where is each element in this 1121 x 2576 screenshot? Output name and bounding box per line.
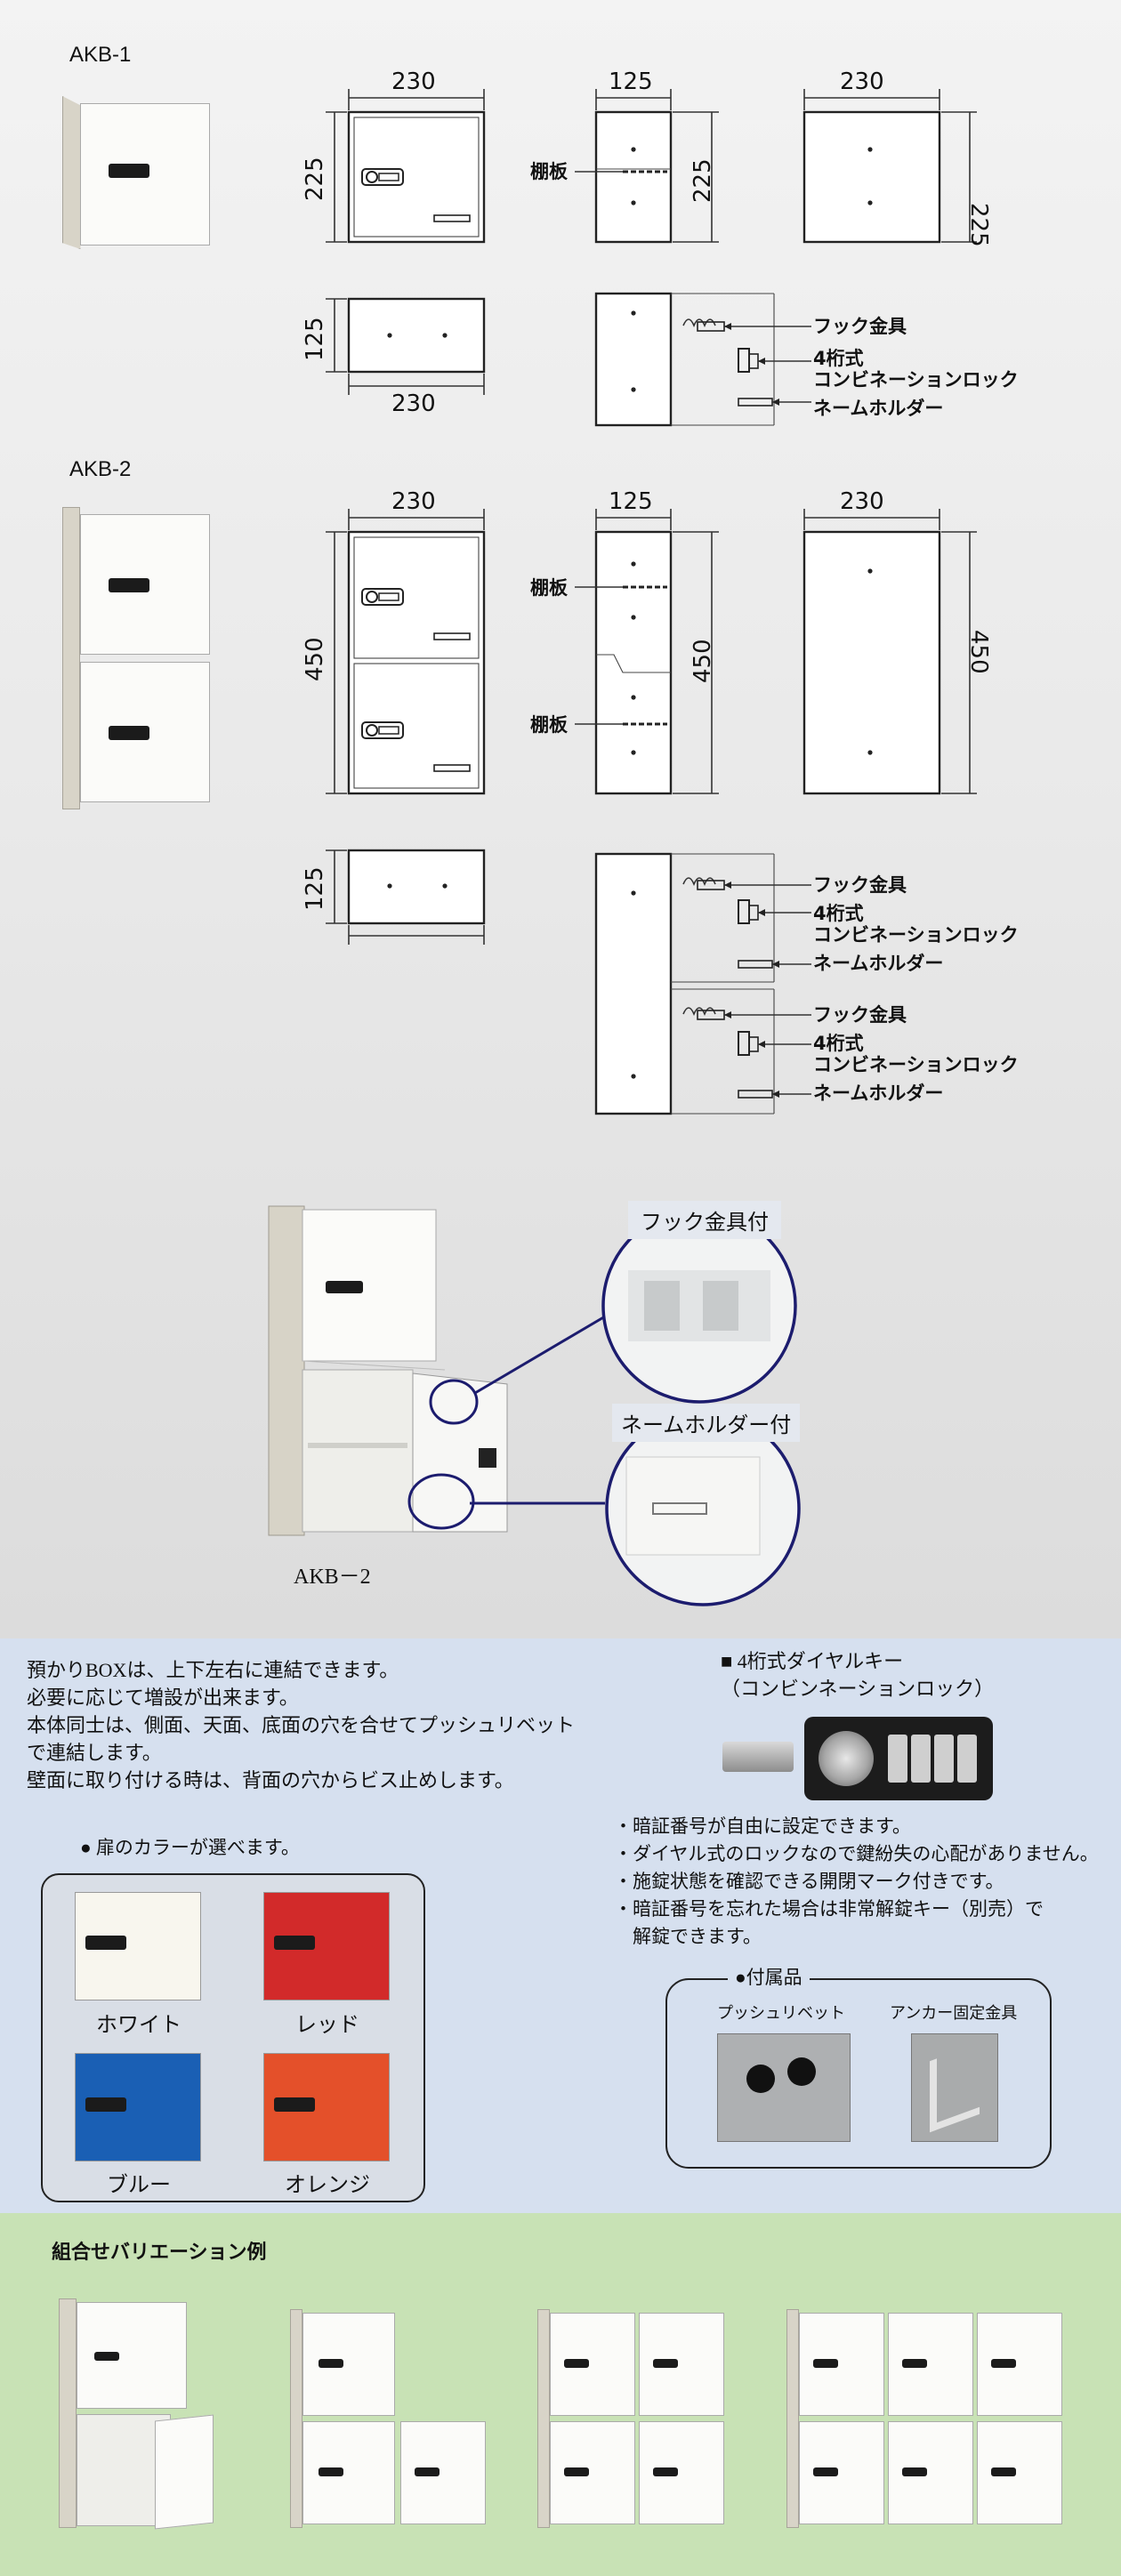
variations-title: 組合せバリエーション例	[52, 2242, 267, 2264]
lock-icon	[85, 1936, 126, 1950]
accessories-panel	[665, 1978, 1052, 2169]
akb2-lock-label-2b: コンビネーションロック	[813, 1054, 1019, 1075]
lock-features: ・暗証番号が自由に設定できます。 ・ダイヤル式のロックなので鍵紛失の心配がありま…	[614, 1813, 1112, 1951]
akb2-open-photo	[268, 1205, 508, 1536]
akb1-back-height: 225	[965, 203, 992, 247]
variation-2	[290, 2309, 488, 2530]
akb1-top-view	[326, 297, 486, 395]
akb2-shelf-label-1: 棚板	[530, 577, 569, 599]
akb1-lock-label-1: 4桁式	[813, 348, 864, 369]
accessory-rivet-label: プッシュリベット	[717, 2004, 845, 2022]
akb2-side-depth: 125	[609, 488, 653, 515]
model-akb2-label: AKB-2	[69, 457, 132, 481]
lock-feature: ・施錠状態を確認できる開閉マーク付きです。	[614, 1871, 1004, 1892]
anchor-bracket-image	[911, 2033, 998, 2142]
intro-line: 本体同士は、側面、天面、底面の穴を合せてプッシュリベット	[27, 1714, 576, 1736]
lock-icon	[274, 2097, 315, 2112]
akb1-photo	[62, 96, 214, 249]
accessories-title: ●付属品	[728, 1964, 810, 1992]
drawing-section: AKB-1 AKB-2 230 225	[0, 0, 1121, 1638]
variation-4	[786, 2309, 1069, 2530]
description-section: 預かりBOXは、上下左右に連結できます。 必要に応じて増設が出来ます。 本体同士…	[0, 1638, 1121, 2213]
akb1-lock-label-2: コンビネーションロック	[813, 369, 1019, 390]
akb2-hook-label-1: フック金具	[813, 874, 907, 896]
akb1-shelf-label: 棚板	[530, 161, 569, 182]
akb1-side-view	[575, 89, 719, 244]
intro-line: 預かりBOXは、上下左右に連結できます。	[27, 1659, 399, 1681]
lock-feature: ・暗証番号を忘れた場合は非常解錠キー（別売）で	[614, 1898, 1044, 1920]
accessory-anchor-label: アンカー固定金具	[890, 2004, 1018, 2022]
akb1-top-width: 230	[391, 390, 436, 417]
hook-detail-circle	[601, 1208, 797, 1404]
variations-section: 組合せバリエーション例	[0, 2213, 1121, 2576]
variation-3	[537, 2309, 730, 2530]
akb1-side-depth: 125	[609, 68, 653, 95]
akb1-nameholder-label: ネームホルダー	[813, 398, 943, 419]
akb2-front-view	[326, 509, 486, 795]
model-akb1-label: AKB-1	[69, 43, 132, 67]
lock-icon	[274, 1936, 315, 1950]
akb1-front-width: 230	[391, 68, 436, 95]
akb1-hook-label: フック金具	[813, 316, 907, 337]
intro-line: 必要に応じて増設が出来ます。	[27, 1686, 299, 1709]
akb2-lock-label-1b: コンビネーションロック	[813, 924, 1019, 946]
akb1-back-view	[802, 89, 977, 244]
akb1-top-depth: 125	[302, 317, 328, 361]
intro-line: で連結します。	[27, 1742, 162, 1764]
color-label-white: ホワイト	[96, 2012, 181, 2037]
akb2-top-view	[326, 849, 486, 945]
akb2-side-view	[575, 509, 719, 795]
akb1-side-height: 225	[690, 158, 716, 203]
dial-lock-image	[722, 1717, 996, 1802]
detail-model-caption: AKB－2	[294, 1566, 371, 1589]
akb2-front-width: 230	[391, 488, 436, 515]
nameholder-detail-circle	[605, 1411, 801, 1606]
technical-drawings: 230 225 125 225 棚板 230 225	[268, 68, 1019, 1606]
hook-detail-label: フック金具付	[628, 1201, 781, 1239]
lock-feature: 解錠できます。	[614, 1926, 762, 1947]
akb2-nameholder-label-1: ネームホルダー	[813, 953, 943, 974]
lock-feature: ・暗証番号が自由に設定できます。	[614, 1815, 911, 1837]
variation-1	[59, 2298, 228, 2530]
lock-feature: ・ダイヤル式のロックなので鍵紛失の心配がありません。	[614, 1843, 1099, 1864]
akb2-side-height: 450	[690, 639, 716, 683]
akb2-lock-label-1a: 4桁式	[813, 903, 864, 924]
akb1-front-view	[326, 89, 486, 244]
lock-title-line-1: ■ 4桁式ダイヤルキー	[721, 1650, 904, 1672]
rivet-image	[717, 2033, 851, 2142]
intro-line: 壁面に取り付ける時は、背面の穴からビス止めします。	[27, 1769, 514, 1791]
akb2-back-width: 230	[840, 488, 884, 515]
nameholder-detail-label: ネームホルダー付	[612, 1404, 801, 1442]
akb2-hook-label-2: フック金具	[813, 1004, 907, 1026]
akb2-back-view	[802, 509, 977, 795]
intro-text: 預かりBOXは、上下左右に連結できます。 必要に応じて増設が出来ます。 本体同士…	[27, 1656, 649, 1794]
akb2-section-view	[594, 852, 811, 1115]
akb2-front-height: 450	[302, 637, 328, 681]
akb1-back-width: 230	[840, 68, 884, 95]
lock-icon	[85, 2097, 126, 2112]
akb2-back-height: 450	[965, 630, 992, 674]
lock-title-line-2: （コンビンネーションロック）	[721, 1678, 995, 1700]
akb2-lock-label-2a: 4桁式	[813, 1033, 864, 1054]
akb2-photo	[62, 507, 214, 809]
akb2-nameholder-label-2: ネームホルダー	[813, 1083, 943, 1104]
akb2-top-depth: 125	[302, 866, 328, 911]
akb1-section-view	[594, 292, 811, 427]
akb1-front-height: 225	[302, 157, 328, 201]
color-label-orange: オレンジ	[285, 2172, 370, 2197]
colors-title: ● 扉のカラーが選べます。	[80, 1837, 300, 1858]
color-label-blue: ブルー	[107, 2172, 171, 2197]
color-label-red: レッド	[295, 2012, 359, 2037]
akb2-shelf-label-2: 棚板	[530, 714, 569, 736]
lock-title: ■ 4桁式ダイヤルキー （コンビンネーションロック）	[721, 1647, 1094, 1703]
